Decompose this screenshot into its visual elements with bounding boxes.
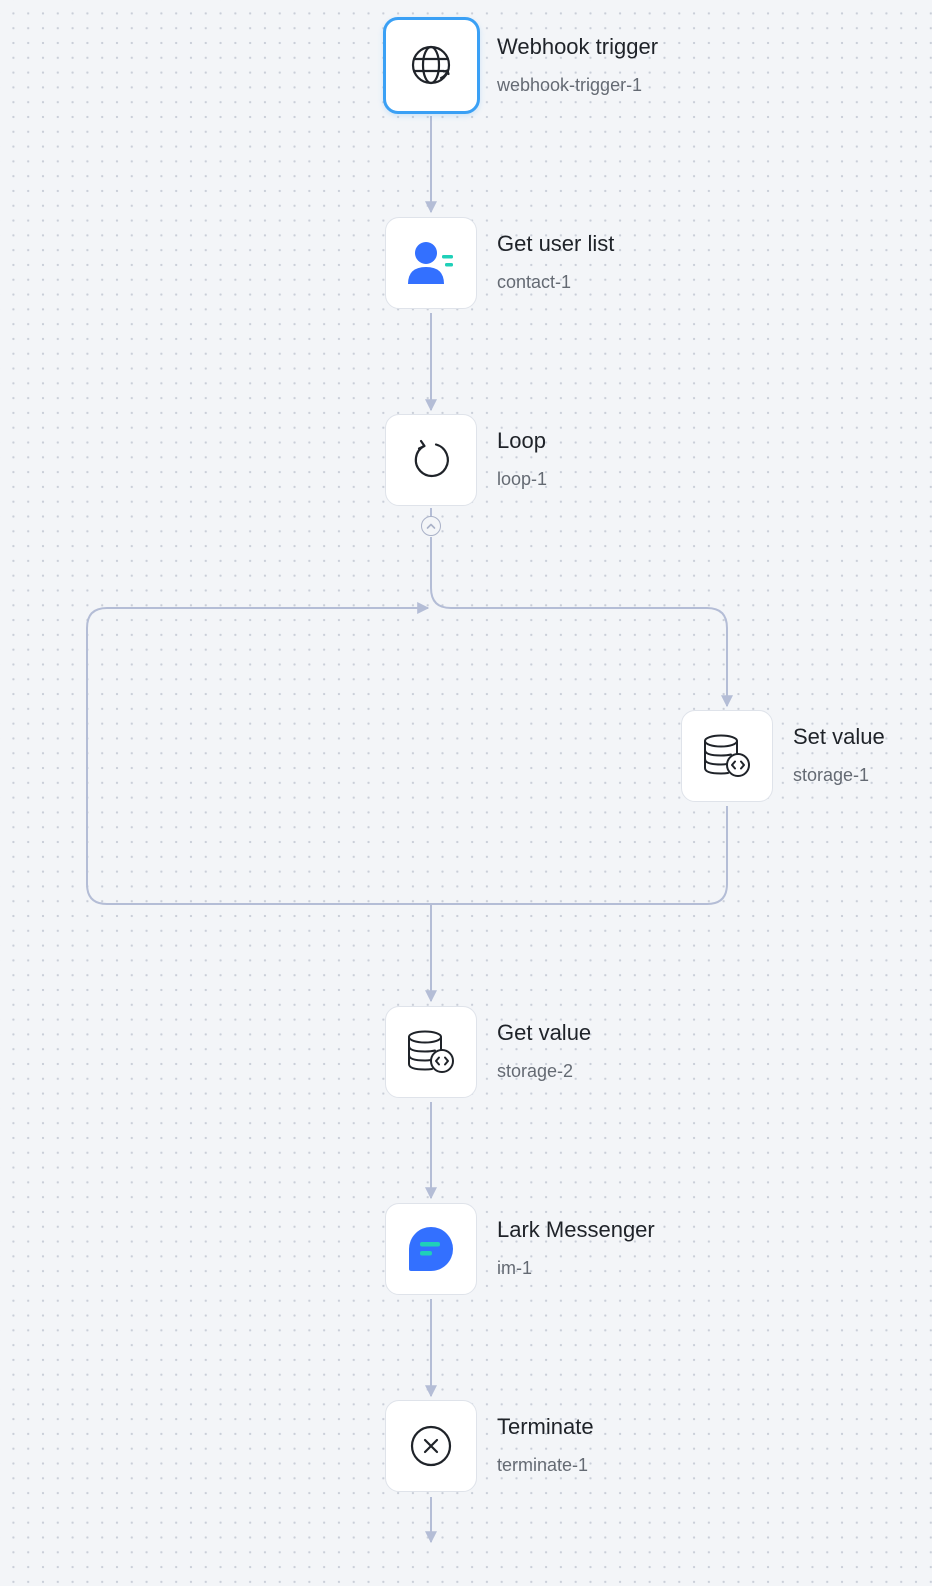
node-label-lark-messenger: Lark Messenger im-1 <box>497 1217 655 1279</box>
node-title: Loop <box>497 428 546 453</box>
node-lark-messenger[interactable] <box>385 1203 477 1295</box>
messenger-icon <box>409 1227 453 1271</box>
contact-icon <box>408 242 453 284</box>
node-title: Terminate <box>497 1414 594 1439</box>
node-terminate[interactable] <box>385 1400 477 1492</box>
node-id: im-1 <box>497 1258 532 1278</box>
node-id: terminate-1 <box>497 1455 589 1475</box>
edge-loop-to-set-value <box>430 537 733 708</box>
node-label-set-value: Set value storage-1 <box>793 724 885 786</box>
node-label-get-value: Get value storage-2 <box>497 1020 591 1082</box>
node-label-webhook-trigger: Webhook trigger webhook-trigger-1 <box>497 34 658 96</box>
collapse-loop-button[interactable] <box>421 516 441 536</box>
node-get-value[interactable] <box>385 1006 477 1098</box>
edge-set-value-return <box>86 602 728 905</box>
node-id: storage-1 <box>793 765 870 785</box>
terminate-icon <box>410 1425 452 1467</box>
node-id: storage-2 <box>497 1061 574 1081</box>
node-label-get-user-list: Get user list contact-1 <box>497 231 614 293</box>
node-title: Get user list <box>497 231 615 256</box>
node-title: Webhook trigger <box>497 34 659 59</box>
node-id: loop-1 <box>497 469 548 489</box>
node-get-user-list[interactable] <box>385 217 477 309</box>
database-code-icon <box>408 1030 454 1073</box>
node-loop[interactable] <box>385 414 477 506</box>
node-title: Get value <box>497 1020 592 1045</box>
loop-icon <box>414 439 449 478</box>
node-id: contact-1 <box>497 272 572 292</box>
globe-icon <box>411 45 450 84</box>
node-id: webhook-trigger-1 <box>497 75 643 95</box>
node-webhook-trigger[interactable] <box>383 17 480 114</box>
node-set-value[interactable] <box>681 710 773 802</box>
node-label-loop: Loop loop-1 <box>497 428 547 490</box>
node-title: Lark Messenger <box>497 1217 655 1242</box>
node-label-terminate: Terminate terminate-1 <box>497 1414 594 1476</box>
node-title: Set value <box>793 724 885 749</box>
database-code-icon <box>704 734 750 777</box>
chevron-up-icon <box>426 523 436 529</box>
